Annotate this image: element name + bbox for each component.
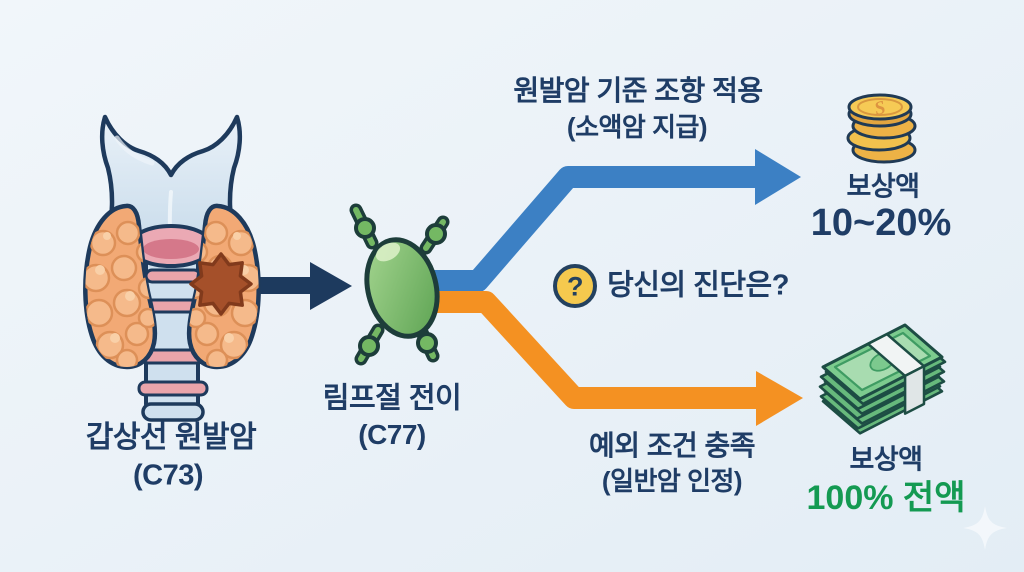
lymph-label-line2: (C77)	[358, 419, 426, 450]
thyroid-with-tumor-icon	[83, 114, 352, 422]
thyroid-label-line2: (C73)	[132, 459, 204, 492]
tumor-spot	[189, 252, 253, 316]
thyroid-label-line1: 갑상선 원발암	[85, 421, 257, 454]
coins-icon: S	[846, 93, 917, 164]
money-stack-icon	[818, 323, 947, 435]
primary-to-node-arrow	[252, 262, 352, 310]
coins-result-value: 10~20%	[810, 202, 952, 244]
question-circle-icon	[553, 264, 597, 308]
branch-bottom-condition-line2: (일반암 인정)	[601, 466, 743, 496]
lymph-node-icon	[349, 203, 450, 366]
question-mark-glyph: ?	[567, 271, 584, 302]
coins-result-label: 보상액	[846, 171, 920, 202]
sparkle-icon	[963, 506, 1007, 550]
coin-symbol: S	[872, 97, 887, 120]
branch-arrow-bottom	[417, 291, 803, 426]
branch-bottom-condition-line1: 예외 조건 충족	[588, 430, 756, 461]
lymph-label-line1: 림프절 전이	[322, 382, 462, 415]
branch-top-condition-line2: (소액암 지급)	[566, 112, 708, 142]
money-result-value: 100% 전액	[806, 479, 966, 517]
money-result-label: 보상액	[849, 444, 923, 475]
question-text: 당신의 진단은?	[607, 269, 789, 302]
branch-top-condition-line1: 원발암 기준 조항 적용	[513, 75, 763, 106]
branch-arrow-top	[417, 149, 801, 292]
